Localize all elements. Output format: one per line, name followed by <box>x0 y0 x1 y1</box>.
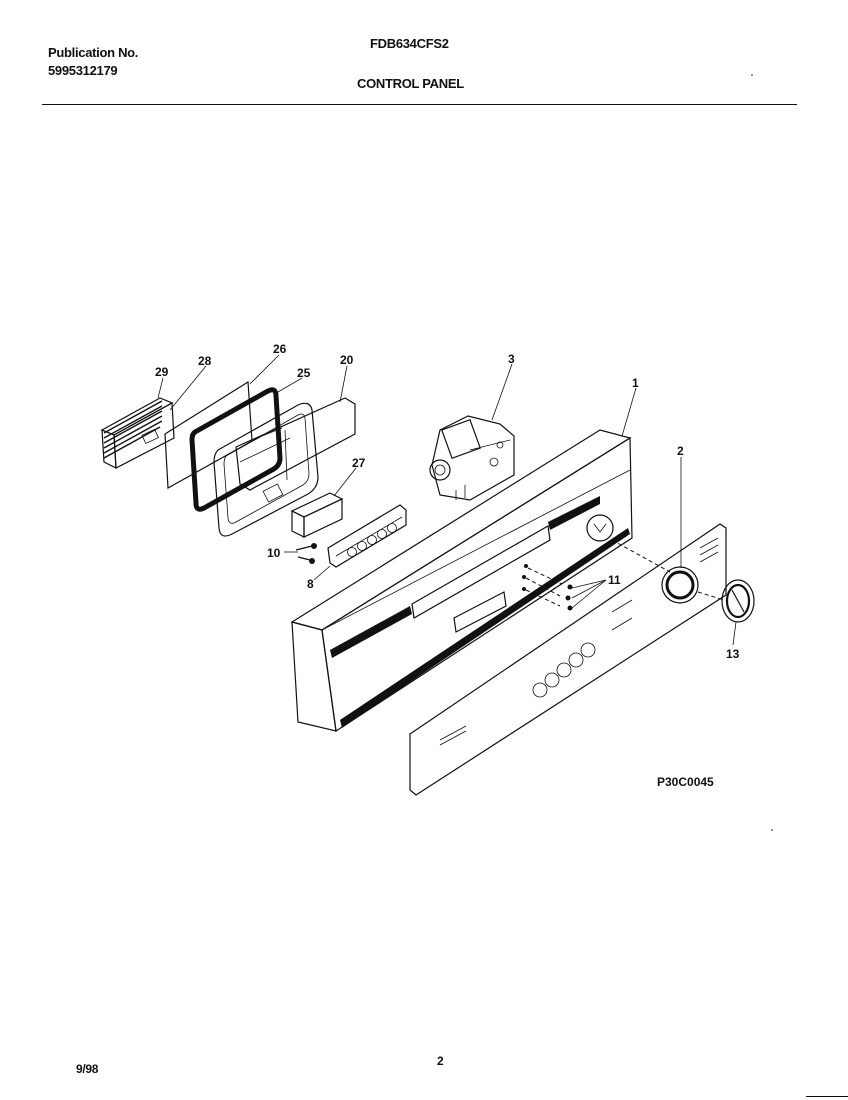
header-rule <box>42 104 797 105</box>
part-10-screws <box>295 543 317 564</box>
part-2-face-panel <box>409 523 727 796</box>
part-29-bracket <box>100 397 175 470</box>
figure-code: P30C0045 <box>657 775 714 789</box>
part-20-overlay <box>235 397 356 491</box>
part-1-console <box>290 429 633 733</box>
part-3-timer <box>429 415 515 501</box>
callout-29: 29 <box>155 365 169 379</box>
callout-2: 2 <box>677 444 684 458</box>
model-number: FDB634CFS2 <box>370 36 449 51</box>
section-title: CONTROL PANEL <box>357 76 464 91</box>
publication-label: Publication No. <box>48 45 139 60</box>
part-27-block <box>290 492 344 538</box>
callout-27: 27 <box>352 456 366 470</box>
alignment-lines <box>525 539 725 607</box>
margin-mark <box>751 74 753 76</box>
callout-3: 3 <box>508 352 515 366</box>
callout-10: 10 <box>267 546 281 560</box>
page-number: 2 <box>437 1054 444 1068</box>
leader-lines <box>157 354 737 646</box>
alignment-points <box>522 564 528 591</box>
callout-11: 11 <box>608 573 621 587</box>
part-26-gasket <box>189 387 283 512</box>
callout-28: 28 <box>198 354 212 368</box>
part-25-frame <box>213 402 319 537</box>
part-8-switch-board <box>327 504 407 568</box>
callout-26: 26 <box>273 342 287 356</box>
callout-8: 8 <box>307 577 314 591</box>
callout-20: 20 <box>340 353 354 367</box>
footer-rule <box>806 1096 848 1097</box>
footer-date: 9/98 <box>76 1062 99 1076</box>
callout-25: 25 <box>297 366 311 380</box>
part-13-knob <box>721 579 755 623</box>
callout-13: 13 <box>726 647 740 661</box>
publication-number: 5995312179 <box>48 63 118 78</box>
part-11-screws <box>565 584 573 611</box>
callout-1: 1 <box>632 376 639 390</box>
margin-mark <box>771 829 773 831</box>
